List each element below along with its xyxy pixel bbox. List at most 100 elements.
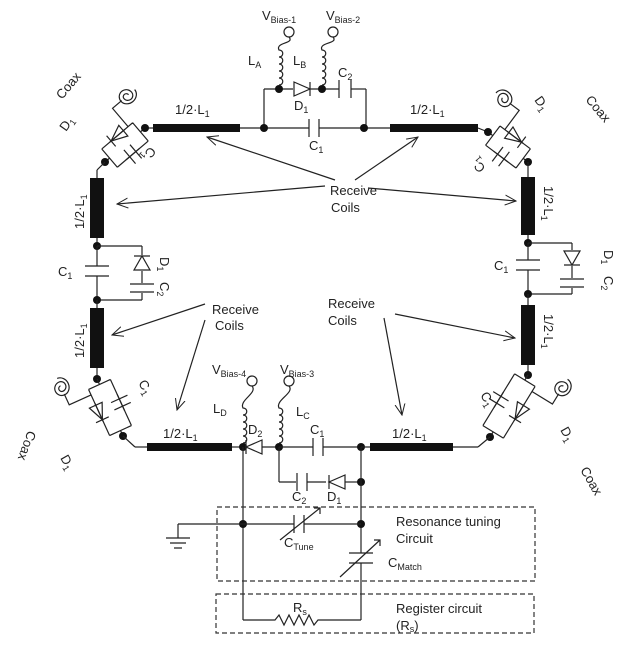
bias-inductor [241, 385, 254, 444]
gap [493, 391, 504, 408]
la-label: LA [248, 53, 261, 70]
gap [493, 150, 509, 163]
vbias-2-label: VBias-2 [326, 8, 360, 25]
capacitor [308, 119, 320, 137]
pointer-arrow [177, 319, 206, 410]
inductor-half-l1 [521, 305, 535, 365]
resonance-tuning-box [216, 506, 536, 582]
junction-node [141, 124, 149, 132]
coax-wire [504, 102, 521, 130]
capacitor [338, 80, 352, 98]
gap [116, 394, 126, 411]
c2-bottom-label: C2 [292, 489, 306, 506]
half-l1-left-upper-label: 1/2·L1 [72, 194, 89, 229]
ground-icon [166, 537, 190, 549]
half-l1-bottom-right-label: 1/2·L1 [392, 426, 427, 443]
diode [106, 124, 129, 147]
register-box-title: Register circuit [396, 601, 482, 616]
wiring [54, 26, 584, 627]
vbias-1-label: VBias-1 [262, 8, 296, 25]
capacitor [85, 265, 109, 277]
coax-bottom-left-label: Coax [15, 429, 40, 463]
pointer-arrow [383, 317, 402, 415]
capacitor [312, 438, 324, 456]
capacitor [488, 391, 509, 409]
d1-right-label: D1 [599, 250, 616, 264]
receive-coils-right-line1: Receive [328, 296, 375, 311]
pointer-arrow [354, 137, 418, 181]
capacitor [123, 144, 143, 164]
d1-bottom-right-label: D1 [556, 424, 578, 445]
vbias-4-label: VBias-4 [212, 362, 246, 379]
half-l1-left-lower-label: 1/2·L1 [72, 323, 89, 358]
d1-bottom-left-label: D1 [56, 452, 78, 473]
c1-top-right-label: C1 [468, 154, 490, 176]
coax-spiral-icon [495, 89, 513, 108]
resonance-box-subtitle: Circuit [396, 531, 433, 546]
bias-terminal [327, 26, 339, 38]
coax-top-left-label: Coax [53, 69, 84, 102]
receive-coils-right-line2: Coils [328, 313, 357, 328]
coax-wire [111, 100, 129, 128]
gap [125, 147, 141, 161]
receive-coils-left-line1: Receive [212, 302, 259, 317]
inductor-half-l1 [147, 443, 232, 451]
vbias-3-label: VBias-3 [280, 362, 314, 379]
bias-terminal [283, 375, 295, 387]
d1-top-right-label: D1 [530, 93, 552, 115]
register-circuit-box [215, 593, 535, 634]
half-l1-top-left-label: 1/2·L1 [175, 102, 210, 119]
inductor-half-l1 [153, 124, 240, 132]
resonance-box-title: Resonance tuning [396, 514, 501, 529]
receive-coils-left-line2: Coils [215, 318, 244, 333]
cmatch-label: CMatch [388, 555, 422, 572]
c1-bottom-label: C1 [310, 422, 324, 439]
coax-wire [531, 390, 560, 405]
ld-label: LD [213, 401, 227, 418]
diode [503, 125, 527, 149]
inductor-half-l1 [521, 177, 535, 235]
capacitor [130, 283, 154, 293]
inductor-half-l1 [90, 308, 104, 368]
d1-bottom-label: D1 [327, 489, 341, 506]
bias-terminal [246, 375, 258, 387]
pointer-arrow [367, 187, 516, 201]
coax-wire [63, 393, 92, 406]
junction-node [318, 85, 326, 93]
bias-terminal [283, 26, 295, 38]
c1-top-left-label: C1 [137, 143, 159, 165]
half-l1-bottom-left-label: 1/2·L1 [163, 426, 198, 443]
receive-coils-center-line1: Receive [330, 183, 377, 198]
d1-top-label: D1 [294, 98, 308, 115]
bias-inductor [277, 36, 291, 86]
coax-spiral-icon [54, 377, 70, 397]
wire [88, 378, 132, 437]
wire [122, 435, 136, 448]
bias-inductor [320, 36, 335, 86]
c1-right-label: C1 [494, 258, 508, 275]
d2-label: D2 [248, 422, 262, 439]
pointer-arrow [112, 303, 206, 335]
capacitor [110, 394, 132, 411]
inductor-half-l1 [370, 443, 453, 451]
resistor-rs [243, 613, 361, 627]
variable-capacitor-arrow [279, 507, 321, 541]
c2-left-label: C2 [155, 282, 172, 296]
diode [327, 474, 346, 490]
d1-top-left-label: D1 [56, 113, 78, 135]
c1-left-label: C1 [58, 264, 72, 281]
lb-label: LB [293, 53, 306, 70]
ctune-label: CTune [284, 535, 314, 552]
inductor-half-l1 [390, 124, 478, 132]
diode [132, 254, 152, 271]
wire [96, 161, 106, 171]
c2-right-label: C2 [599, 276, 616, 290]
coax-spiral-icon [554, 378, 572, 397]
variable-capacitor-arrow [339, 539, 381, 578]
receive-coils-center-line2: Coils [331, 200, 360, 215]
pointer-arrow [207, 137, 336, 181]
rs-label: Rs [293, 600, 307, 617]
bias-inductor [277, 385, 291, 444]
half-l1-right-lower-label: 1/2·L1 [539, 314, 556, 349]
